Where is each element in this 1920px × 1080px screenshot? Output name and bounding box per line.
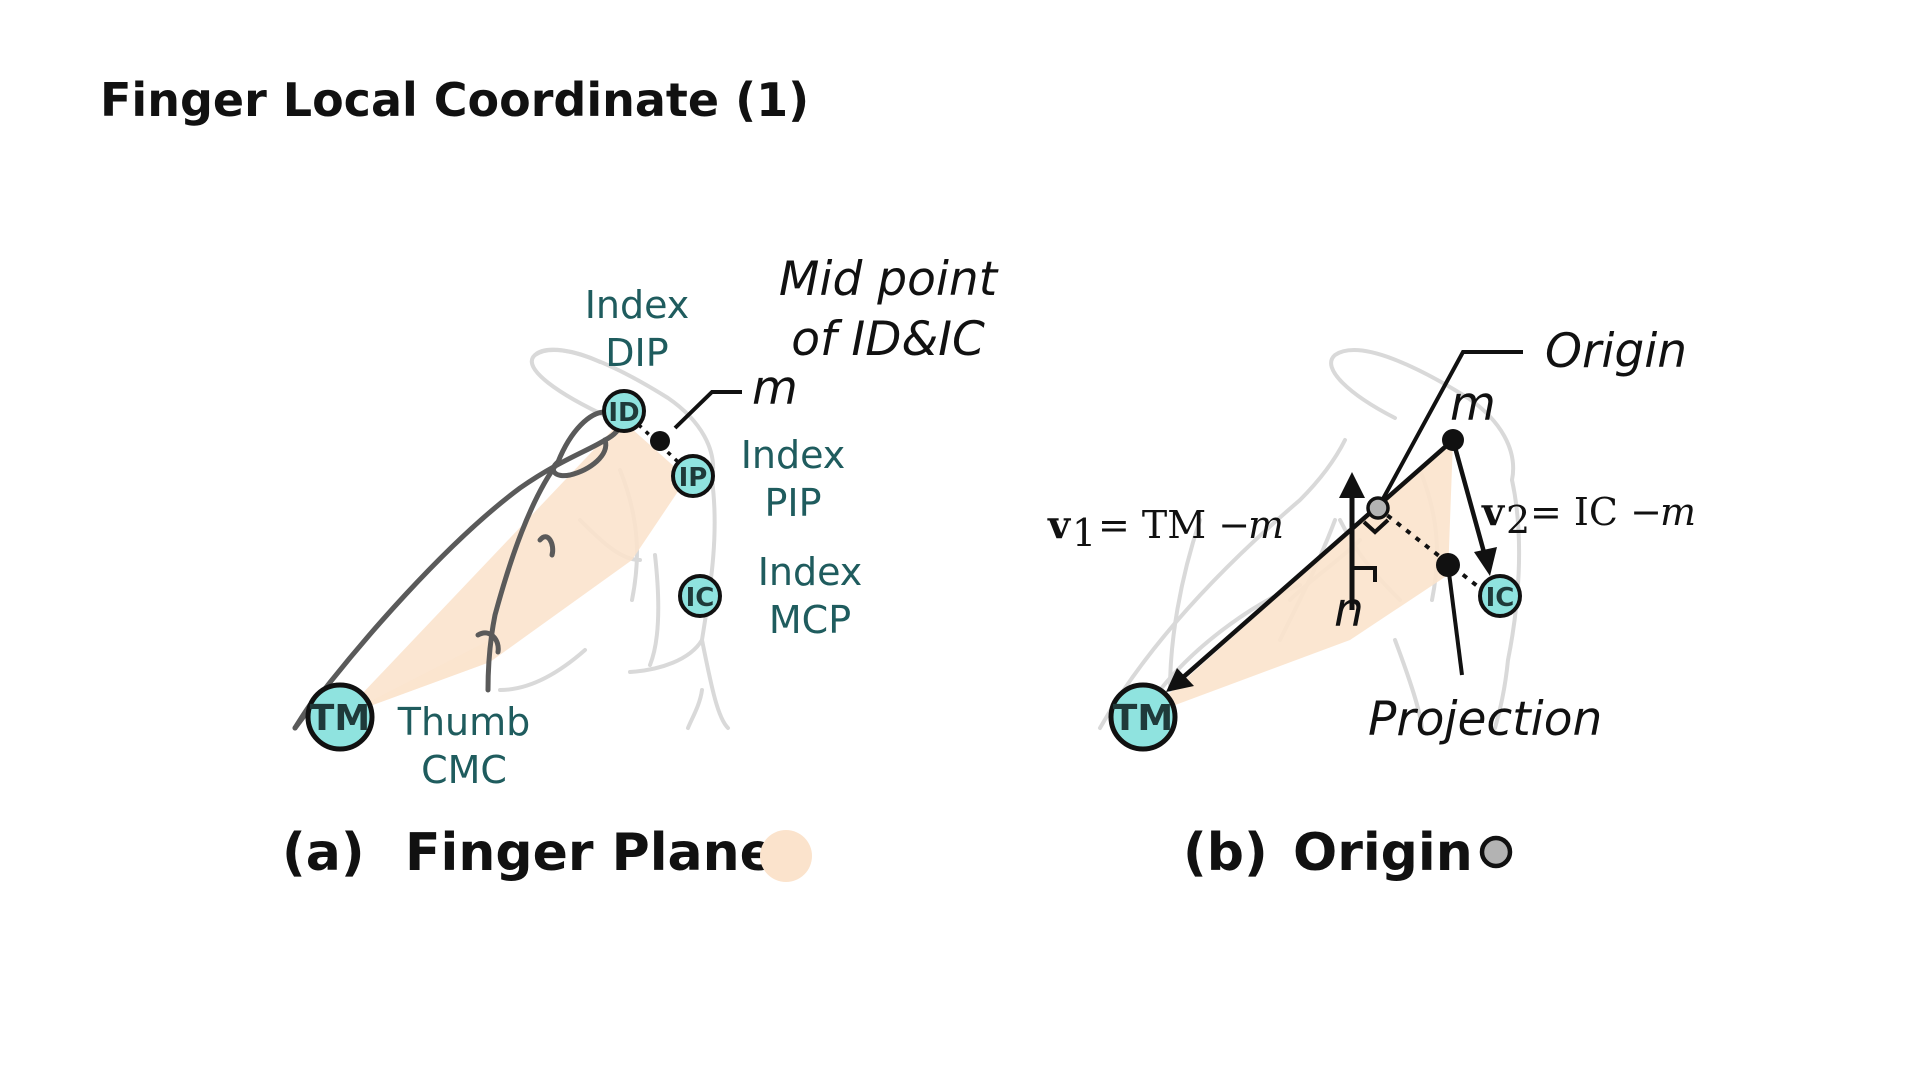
midpoint-m-dot bbox=[650, 431, 670, 451]
origin-dot bbox=[1366, 496, 1390, 520]
joint-ic-b: IC bbox=[1478, 574, 1522, 618]
label-index-dip-2: DIP bbox=[605, 331, 668, 375]
joint-tm-b: TM bbox=[1108, 682, 1178, 752]
svg-text:= TM −: = TM − bbox=[1098, 503, 1250, 547]
joint-ic: IC bbox=[678, 574, 722, 618]
finger-plane-legend-swatch bbox=[760, 830, 812, 882]
right-angle-mark-origin bbox=[1362, 518, 1390, 535]
v2-equation: v 2 = IC − m bbox=[1481, 489, 1696, 542]
v1-arrowhead bbox=[1166, 668, 1194, 692]
v1-equation: v 1 = TM − m bbox=[1047, 502, 1284, 555]
svg-text:m: m bbox=[1248, 503, 1284, 547]
label-midpoint-1: Mid point bbox=[779, 252, 999, 307]
svg-text:TM: TM bbox=[310, 698, 370, 739]
normal-n-arrowhead bbox=[1339, 472, 1365, 498]
svg-text:IC: IC bbox=[686, 583, 715, 613]
projection-leader bbox=[1446, 564, 1464, 676]
label-index-dip-1: Index bbox=[585, 283, 690, 327]
svg-text:m: m bbox=[1660, 490, 1696, 534]
svg-text:ID: ID bbox=[608, 398, 639, 428]
right-angle-mark-n bbox=[1352, 566, 1377, 582]
svg-text:1: 1 bbox=[1072, 511, 1096, 555]
label-index-pip-2: PIP bbox=[764, 481, 821, 525]
joint-id: ID bbox=[602, 389, 646, 433]
caption-b-letter: (b) bbox=[1183, 823, 1268, 883]
label-thumb-cmc-1: Thumb bbox=[397, 700, 531, 744]
joint-ip: IP bbox=[671, 454, 715, 498]
label-midpoint-2: of ID&IC bbox=[791, 312, 985, 367]
svg-text:IC: IC bbox=[1486, 583, 1515, 613]
finger-plane-faint bbox=[340, 640, 490, 717]
svg-text:v: v bbox=[1481, 489, 1506, 534]
origin-legend-swatch bbox=[1479, 835, 1513, 869]
midpoint-m-dot-b bbox=[1442, 429, 1464, 451]
label-thumb-cmc-2: CMC bbox=[421, 748, 507, 792]
v1-arrow bbox=[1178, 438, 1455, 682]
v2-arrowhead bbox=[1474, 547, 1497, 576]
label-index-mcp-1: Index bbox=[758, 550, 863, 594]
midpoint-leader bbox=[673, 390, 742, 430]
caption-a-text: Finger Plane bbox=[405, 823, 775, 883]
panel-a: ID IP IC TM Index DIP Index PIP Index MC… bbox=[282, 252, 999, 883]
caption-b-text: Origin bbox=[1293, 823, 1473, 883]
label-m-b: m bbox=[1450, 377, 1496, 432]
label-origin: Origin bbox=[1545, 324, 1687, 379]
projection-dot bbox=[1436, 553, 1460, 577]
label-projection: Projection bbox=[1368, 692, 1602, 747]
finger-plane bbox=[340, 420, 687, 717]
svg-text:TM: TM bbox=[1113, 698, 1173, 739]
svg-text:2: 2 bbox=[1506, 498, 1530, 542]
v2-arrow bbox=[1450, 439, 1488, 557]
svg-text:v: v bbox=[1047, 502, 1072, 547]
label-n: n bbox=[1334, 583, 1364, 638]
caption-a-letter: (a) bbox=[282, 823, 365, 883]
svg-text:= IC −: = IC − bbox=[1530, 490, 1662, 534]
origin-leader bbox=[1376, 350, 1523, 509]
label-m-a: m bbox=[752, 361, 798, 416]
label-index-mcp-2: MCP bbox=[769, 598, 851, 642]
svg-text:IP: IP bbox=[679, 463, 708, 493]
page-title: Finger Local Coordinate (1) bbox=[100, 73, 809, 127]
joint-tm: TM bbox=[305, 682, 375, 752]
panel-b: IC TM Origin m n Projection v 1 = TM − m… bbox=[1047, 324, 1696, 883]
label-index-pip-1: Index bbox=[741, 433, 846, 477]
